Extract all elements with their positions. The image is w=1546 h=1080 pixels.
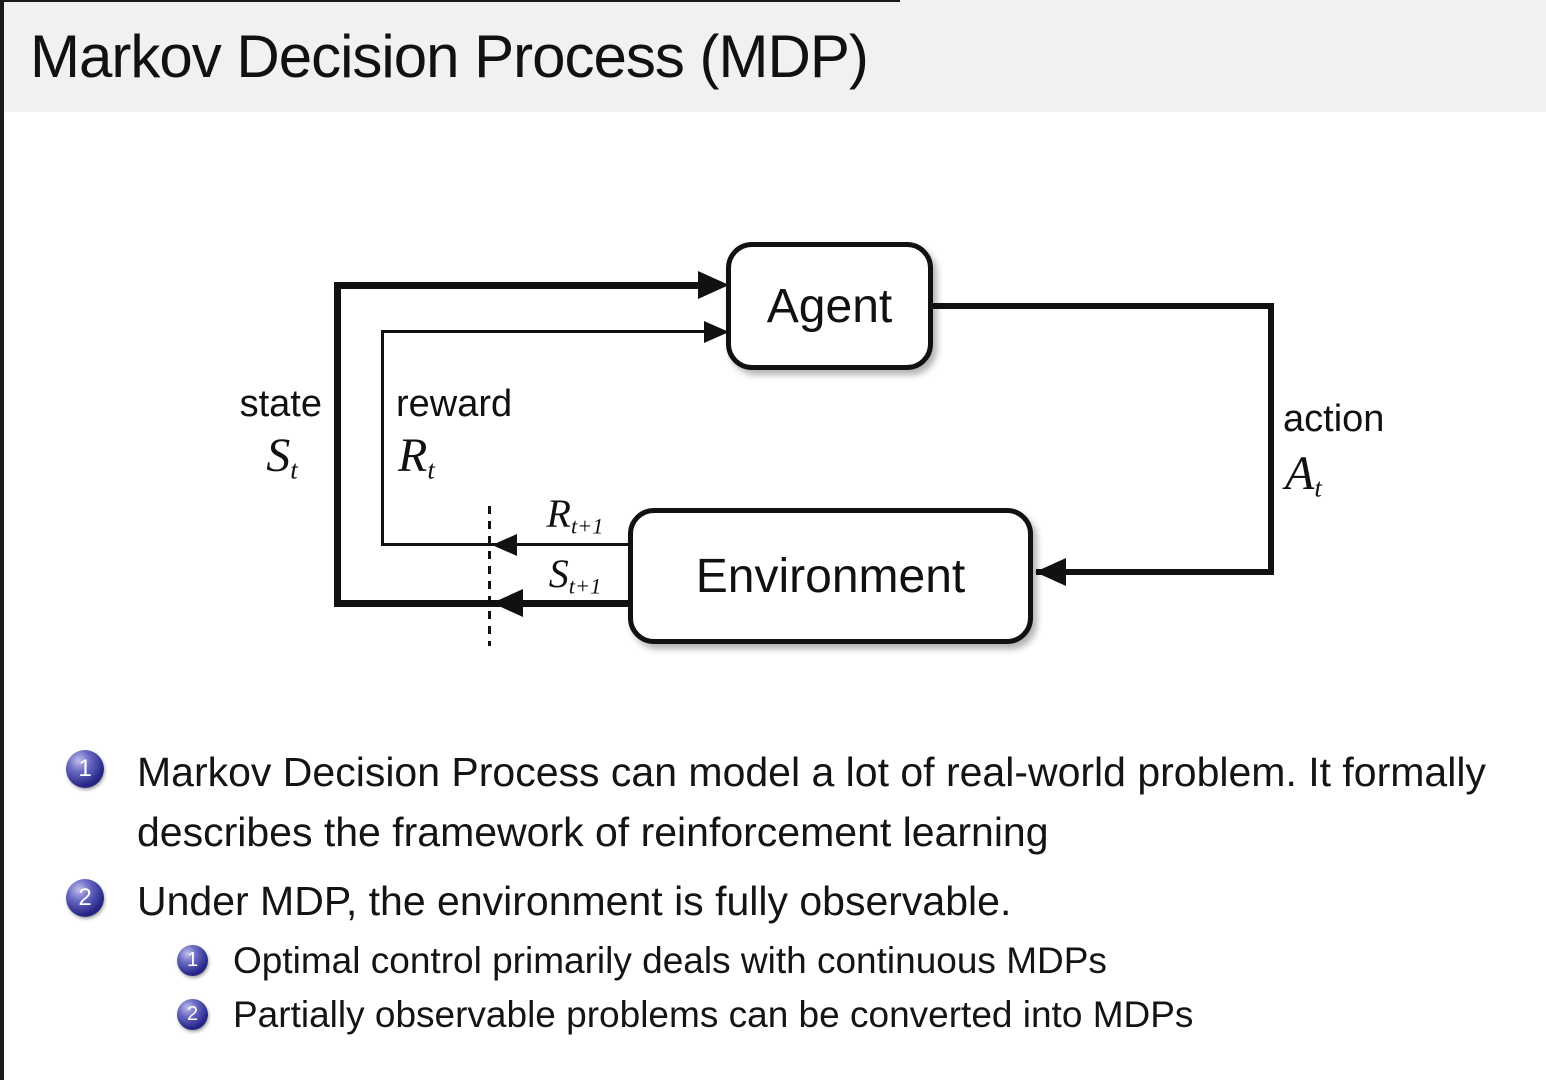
action-label: action	[1283, 398, 1385, 440]
list-item: 2 Partially observable problems can be c…	[177, 990, 1506, 1039]
action-line-bottom	[1036, 569, 1274, 575]
bullet-1-text: Markov Decision Process can model a lot …	[137, 749, 1486, 855]
list-item: 2 Under MDP, the environment is fully ob…	[66, 871, 1506, 931]
next-state-symbol-main: S	[548, 551, 569, 596]
state-symbol-sub: t	[290, 454, 298, 485]
timestep-dashed-line	[488, 506, 491, 646]
action-arrowhead-into-environment-icon	[1035, 558, 1066, 586]
reward-symbol-sub: t	[427, 454, 435, 485]
list-item: 1 Optimal control primarily deals with c…	[177, 936, 1506, 985]
agent-box: Agent	[726, 242, 933, 370]
reward-label: reward	[396, 383, 513, 425]
next-state-symbol-sub: t+1	[568, 573, 602, 599]
sub-bullet-2-text: Partially observable problems can be con…	[233, 994, 1194, 1035]
action-line-top	[930, 303, 1274, 309]
next-reward-symbol-main: R	[546, 491, 571, 536]
action-symbol-main: A	[1285, 447, 1315, 500]
state-symbol-main: S	[266, 429, 291, 482]
agent-label: Agent	[766, 279, 893, 333]
environment-label: Environment	[695, 549, 966, 603]
title-band	[0, 0, 1546, 112]
sub-bullet-1-badge: 1	[177, 945, 208, 976]
next-reward-arrowhead-icon	[492, 534, 517, 556]
bullet-1-badge: 1	[66, 750, 104, 788]
next-reward-symbol: Rt+1	[505, 490, 645, 539]
state-line-vertical	[334, 282, 341, 607]
environment-box: Environment	[628, 508, 1033, 644]
next-state-symbol: St+1	[505, 550, 645, 599]
next-reward-symbol-sub: t+1	[570, 513, 604, 539]
state-symbol: St	[240, 428, 324, 486]
action-symbol: At	[1285, 446, 1322, 504]
page-title: Markov Decision Process (MDP)	[30, 23, 869, 90]
reward-line-top	[381, 330, 706, 333]
reward-line-vertical	[381, 330, 384, 546]
state-arrowhead-into-agent-icon	[698, 271, 729, 299]
bullet-list: 1 Markov Decision Process can model a lo…	[66, 742, 1506, 1039]
reward-arrowhead-into-agent-icon	[704, 321, 729, 343]
top-border	[0, 0, 900, 2]
bullet-2-text: Under MDP, the environment is fully obse…	[137, 878, 1012, 924]
action-line-vertical	[1268, 303, 1274, 575]
reward-symbol: Rt	[398, 428, 435, 486]
state-line-bottom	[334, 600, 630, 607]
action-symbol-sub: t	[1314, 472, 1322, 503]
left-border	[0, 0, 4, 1080]
sub-bullet-2-badge: 2	[177, 999, 208, 1030]
state-label: state	[239, 383, 322, 425]
list-item: 1 Markov Decision Process can model a lo…	[66, 742, 1506, 862]
next-state-arrowhead-icon	[492, 589, 523, 617]
bullet-2-badge: 2	[66, 879, 104, 917]
reward-symbol-main: R	[398, 429, 428, 482]
sub-bullet-1-text: Optimal control primarily deals with con…	[233, 940, 1107, 981]
state-line-top	[334, 282, 700, 289]
